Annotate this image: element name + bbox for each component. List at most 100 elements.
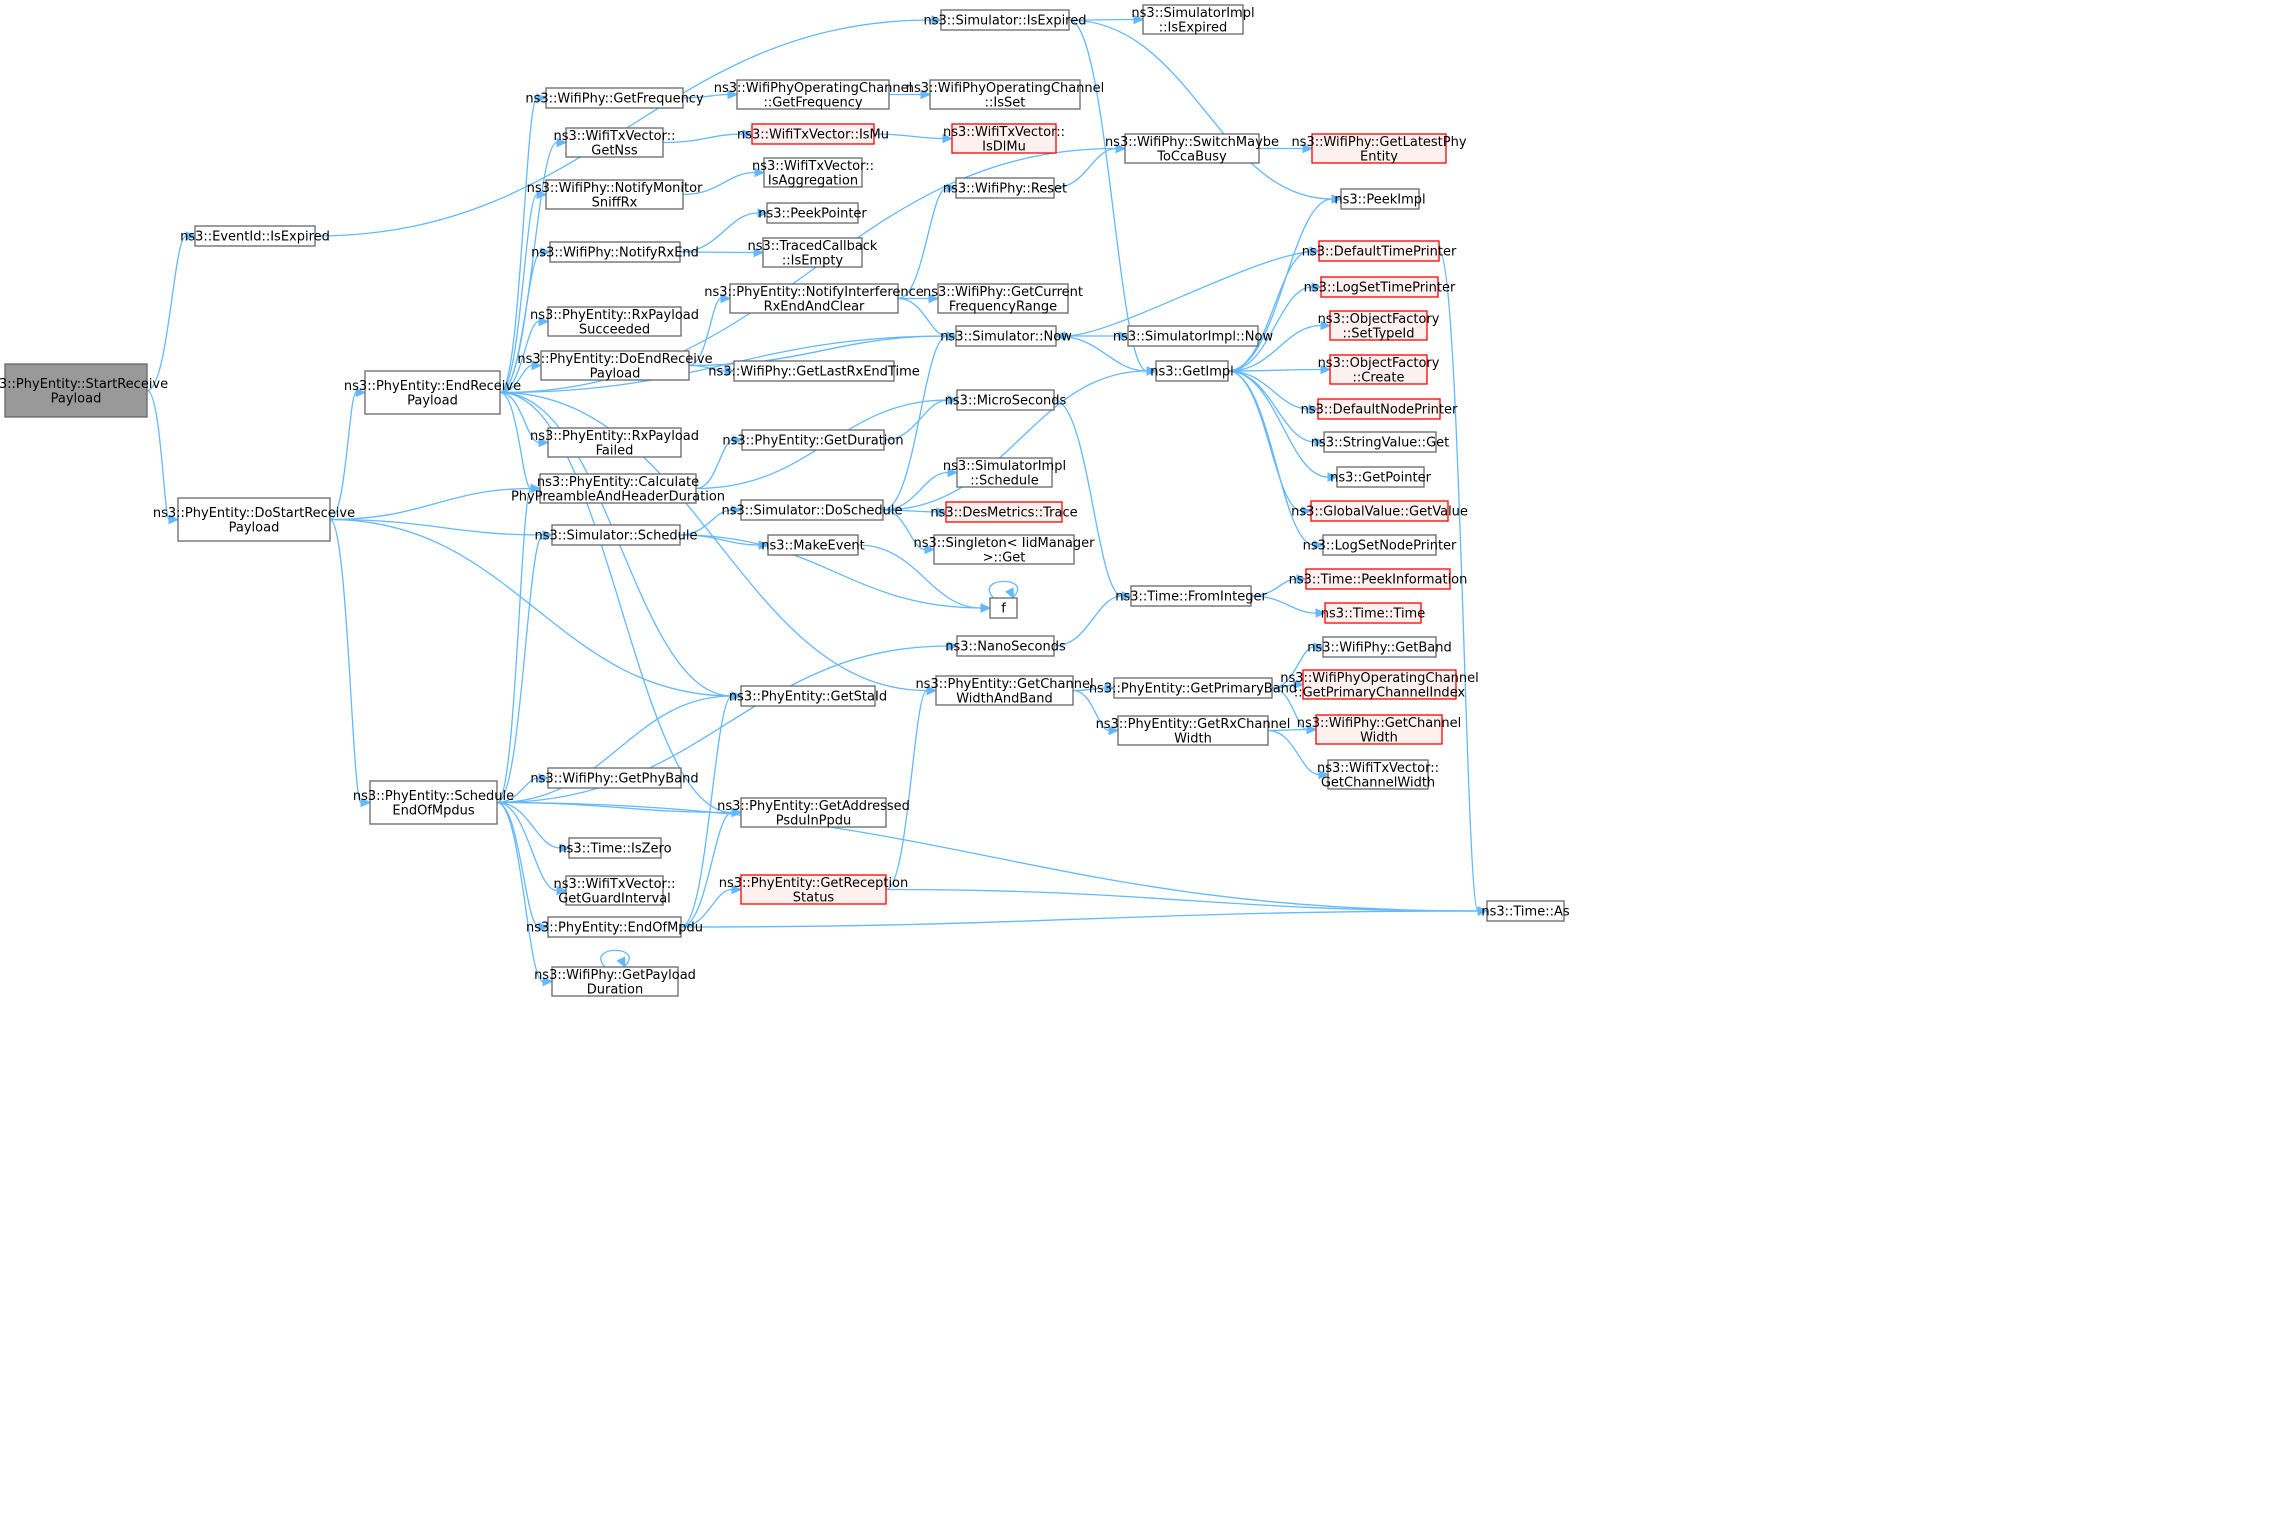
- node-label: ns3::WifiPhy::GetBand: [1307, 641, 1452, 656]
- graph-node[interactable]: ns3::WifiTxVector::GetGuardInterval: [553, 875, 676, 906]
- graph-node[interactable]: ns3::WifiPhyOperatingChannel::GetFrequen…: [714, 79, 913, 110]
- edge-arrowhead: [754, 167, 766, 178]
- edge-line: [1053, 147, 1117, 189]
- graph-node[interactable]: ns3::PhyEntity::CalculatePhyPreambleAndH…: [511, 473, 725, 504]
- graph-node[interactable]: ns3::PhyEntity::NotifyInterferenceRxEndA…: [704, 283, 924, 314]
- graph-node[interactable]: ns3::Time::Time: [1321, 602, 1425, 624]
- graph-node[interactable]: ns3::GetImpl: [1150, 360, 1234, 382]
- node-label: ns3::WifiPhy::GetFrequency: [525, 92, 704, 107]
- graph-node[interactable]: ns3::WifiPhy::Reset: [943, 177, 1067, 199]
- graph-node[interactable]: ns3::SimulatorImpl::Now: [1113, 325, 1274, 347]
- edge-arrowhead: [1308, 404, 1320, 414]
- graph-node[interactable]: ns3::PhyEntity::GetDuration: [722, 429, 904, 451]
- node-label: ns3::WifiPhy::SwitchMaybe: [1105, 135, 1279, 150]
- graph-node[interactable]: ns3::WifiPhyOperatingChannel::GetPrimary…: [1280, 669, 1479, 700]
- graph-node[interactable]: ns3::LogSetNodePrinter: [1303, 534, 1457, 556]
- graph-node[interactable]: ns3::LogSetTimePrinter: [1304, 276, 1456, 298]
- graph-node[interactable]: ns3::WifiPhy::GetChannelWidth: [1297, 714, 1462, 745]
- graph-node[interactable]: ns3::WifiTxVector::IsDlMu: [943, 123, 1065, 154]
- graph-node[interactable]: ns3::SimulatorImpl::Schedule: [943, 457, 1066, 488]
- node-box: [740, 499, 884, 521]
- graph-node[interactable]: ns3::WifiPhy::GetFrequency: [525, 87, 704, 109]
- graph-node[interactable]: ns3::WifiTxVector::IsAggregation: [752, 157, 874, 188]
- call-edge: [499, 391, 550, 448]
- graph-node[interactable]: ns3::PeekPointer: [758, 202, 867, 224]
- edge-line: [499, 320, 540, 394]
- graph-node[interactable]: ns3::WifiTxVector::GetNss: [553, 127, 676, 158]
- graph-node[interactable]: ns3::WifiPhy::GetLastRxEndTime: [708, 360, 920, 382]
- edge-line: [897, 187, 948, 300]
- graph-node[interactable]: ns3::WifiPhy::GetPhyBand: [530, 767, 699, 789]
- graph-node[interactable]: ns3::PhyEntity::EndOfMpdu: [526, 916, 703, 938]
- graph-node[interactable]: ns3::Time::IsZero: [558, 837, 672, 859]
- node-box: [937, 283, 1069, 314]
- graph-node[interactable]: ns3::ObjectFactory::SetTypeId: [1318, 310, 1440, 341]
- edge-line: [499, 391, 928, 692]
- graph-node[interactable]: ns3::MakeEvent: [761, 534, 865, 556]
- graph-node[interactable]: ns3::WifiPhyOperatingChannel::IsSet: [906, 79, 1105, 110]
- call-edge: [496, 773, 550, 804]
- graph-node[interactable]: ns3::PhyEntity::GetStaId: [729, 685, 887, 707]
- graph-node[interactable]: ns3::DesMetrics::Trace: [930, 501, 1078, 523]
- graph-node[interactable]: ns3::WifiTxVector::GetChannelWidth: [1317, 759, 1439, 790]
- call-edge: [1438, 250, 1489, 916]
- edge-arrowhead: [1004, 587, 1015, 600]
- graph-node[interactable]: ns3::Simulator::IsExpired: [923, 9, 1087, 31]
- graph-node[interactable]: ns3::MicroSeconds: [945, 389, 1067, 411]
- graph-node[interactable]: ns3::StringValue::Get: [1311, 431, 1449, 453]
- edge-arrowhead: [753, 247, 765, 258]
- call-edge: [1053, 591, 1133, 647]
- graph-node[interactable]: ns3::DefaultNodePrinter: [1301, 398, 1458, 420]
- graph-node[interactable]: ns3::SimulatorImpl::IsExpired: [1131, 4, 1255, 35]
- graph-node[interactable]: ns3::GetPointer: [1330, 466, 1432, 488]
- graph-node[interactable]: ns3::ObjectFactory::Create: [1318, 354, 1440, 385]
- graph-node[interactable]: ns3::WifiTxVector::IsMu: [737, 123, 889, 145]
- graph-node[interactable]: ns3::NanoSeconds: [945, 635, 1066, 657]
- edge-arrowhead: [1108, 725, 1120, 736]
- graph-node[interactable]: ns3::Time::PeekInformation: [1289, 568, 1468, 590]
- graph-node[interactable]: ns3::TracedCallback::IsEmpty: [748, 237, 878, 268]
- graph-node[interactable]: ns3::EventId::IsExpired: [180, 225, 330, 247]
- graph-node[interactable]: ns3::Time::As: [1481, 900, 1570, 922]
- graph-node[interactable]: f: [989, 597, 1018, 619]
- call-edge: [146, 389, 180, 525]
- graph-node[interactable]: ns3::PeekImpl: [1334, 188, 1426, 210]
- graph-node[interactable]: ns3::Simulator::Now: [940, 325, 1072, 347]
- edge-arrowhead: [1318, 769, 1330, 780]
- edge-line: [499, 391, 540, 444]
- edge-arrowhead: [536, 93, 548, 103]
- edge-line: [499, 251, 542, 394]
- graph-node[interactable]: ns3::WifiPhy::GetBand: [1307, 636, 1452, 658]
- node-label: ns3::PhyEntity::DoEndReceive: [517, 352, 712, 367]
- node-label: ns3::PhyEntity::EndOfMpdu: [526, 921, 703, 936]
- graph-node[interactable]: ns3::PhyEntity::GetPrimaryBand: [1089, 677, 1297, 699]
- edge-arrowhead: [1331, 194, 1343, 204]
- graph-node[interactable]: ns3::GlobalValue::GetValue: [1291, 500, 1468, 522]
- edge-line: [496, 801, 540, 928]
- graph-node[interactable]: ns3::WifiPhy::NotifyRxEnd: [531, 241, 699, 263]
- call-edge: [499, 189, 548, 394]
- graph-node[interactable]: ns3::Time::FromInteger: [1115, 585, 1267, 607]
- graph-node[interactable]: ns3::Singleton< IidManager>::Get: [913, 534, 1095, 565]
- node-box: [1124, 133, 1260, 164]
- graph-node[interactable]: ns3::Simulator::Schedule: [534, 524, 698, 546]
- graph-node[interactable]: ns3::Simulator::DoSchedule: [721, 499, 903, 521]
- node-label: ::Schedule: [970, 473, 1039, 488]
- graph-node[interactable]: ns3::DefaultTimePrinter: [1302, 240, 1457, 262]
